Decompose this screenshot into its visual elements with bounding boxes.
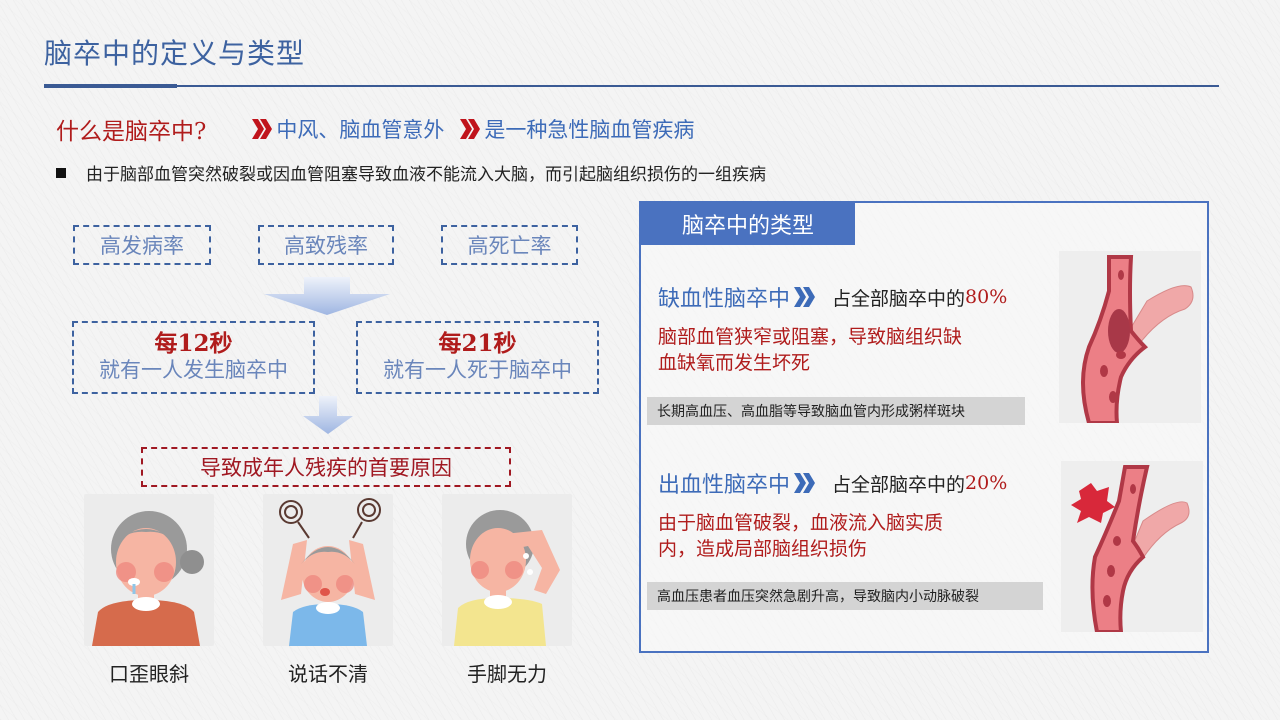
cause-label: 导致成年人残疾的首要原因 (200, 456, 452, 480)
double-chevron-right-icon (252, 119, 273, 139)
weak-limbs-illustration-icon (442, 494, 572, 646)
type-description: 脑部血管狭窄或阻塞，导致脑组织缺血缺氧而发生坏死 (658, 326, 963, 374)
definition-summary: 是一种急性脑血管疾病 (484, 118, 695, 142)
rate-label: 高发病率 (100, 234, 184, 258)
stat-box-incidence: 每12秒 就有一人发生脑卒中 (72, 321, 315, 394)
rate-box-disability: 高致残率 (258, 225, 394, 265)
symptom-label: 口歪眼斜 (109, 662, 189, 686)
double-chevron-right-icon (460, 119, 481, 139)
page-title: 脑卒中的定义与类型 (44, 37, 306, 70)
definition-alias: 中风、脑血管意外 (276, 118, 445, 142)
type-share-prefix: 占全部脑卒中的 (832, 287, 966, 310)
rate-label: 高死亡率 (467, 234, 552, 258)
type-share-percent: 80% (965, 286, 1008, 308)
type-name: 出血性脑卒中 (658, 473, 791, 498)
confused-speech-illustration-icon (263, 494, 393, 646)
double-chevron-right-icon (794, 473, 816, 493)
type-note: 高血压患者血压突然急剧升高，导致脑内小动脉破裂 (647, 582, 1043, 610)
type-name: 缺血性脑卒中 (658, 287, 791, 312)
symptom-label: 说话不清 (288, 662, 368, 686)
rate-label: 高致残率 (284, 234, 368, 258)
definition-question: 什么是脑卒中? (56, 119, 207, 145)
rate-box-incidence: 高发病率 (73, 225, 211, 265)
down-arrow-icon (303, 396, 353, 434)
stat-description: 就有一人死于脑卒中 (383, 357, 572, 382)
stat-interval: 每12秒 (154, 330, 233, 358)
symptom-label: 手脚无力 (467, 662, 547, 686)
stat-description: 就有一人发生脑卒中 (99, 357, 288, 382)
title-divider (44, 85, 1219, 87)
type-heading-ischemic: 缺血性脑卒中 占全部脑卒中的 80% (658, 282, 1007, 312)
blocked-vessel-illustration-icon (1059, 251, 1201, 425)
panel-title: 脑卒中的类型 (641, 203, 855, 245)
double-chevron-right-icon (794, 287, 816, 307)
rate-box-mortality: 高死亡率 (441, 225, 578, 265)
drooling-face-illustration-icon (84, 494, 214, 646)
stat-box-mortality: 每21秒 就有一人死于脑卒中 (356, 321, 599, 394)
ruptured-vessel-illustration-icon (1061, 461, 1203, 634)
type-note: 长期高血压、高血脂等导致脑血管内形成粥样斑块 (647, 397, 1025, 425)
cause-box: 导致成年人残疾的首要原因 (141, 447, 511, 487)
definition-bullet-text: 由于脑部血管突然破裂或因血管阻塞导致血液不能流入大脑，而引起脑组织损伤的一组疾病 (86, 165, 766, 185)
down-arrow-icon (264, 277, 390, 315)
square-bullet-icon (56, 167, 66, 178)
definition-row: 什么是脑卒中? 中风、脑血管意外 是一种急性脑血管疾病 (56, 112, 694, 146)
type-heading-hemorrhagic: 出血性脑卒中 占全部脑卒中的 20% (658, 468, 1007, 498)
stat-interval: 每21秒 (438, 330, 517, 358)
type-description: 由于脑血管破裂，血液流入脑实质内，造成局部脑组织损伤 (658, 512, 944, 560)
title-divider-accent (44, 84, 177, 88)
type-share-percent: 20% (965, 472, 1008, 494)
definition-bullet: 由于脑部血管突然破裂或因血管阻塞导致血液不能流入大脑，而引起脑组织损伤的一组疾病 (56, 160, 766, 185)
type-share-prefix: 占全部脑卒中的 (832, 473, 966, 496)
